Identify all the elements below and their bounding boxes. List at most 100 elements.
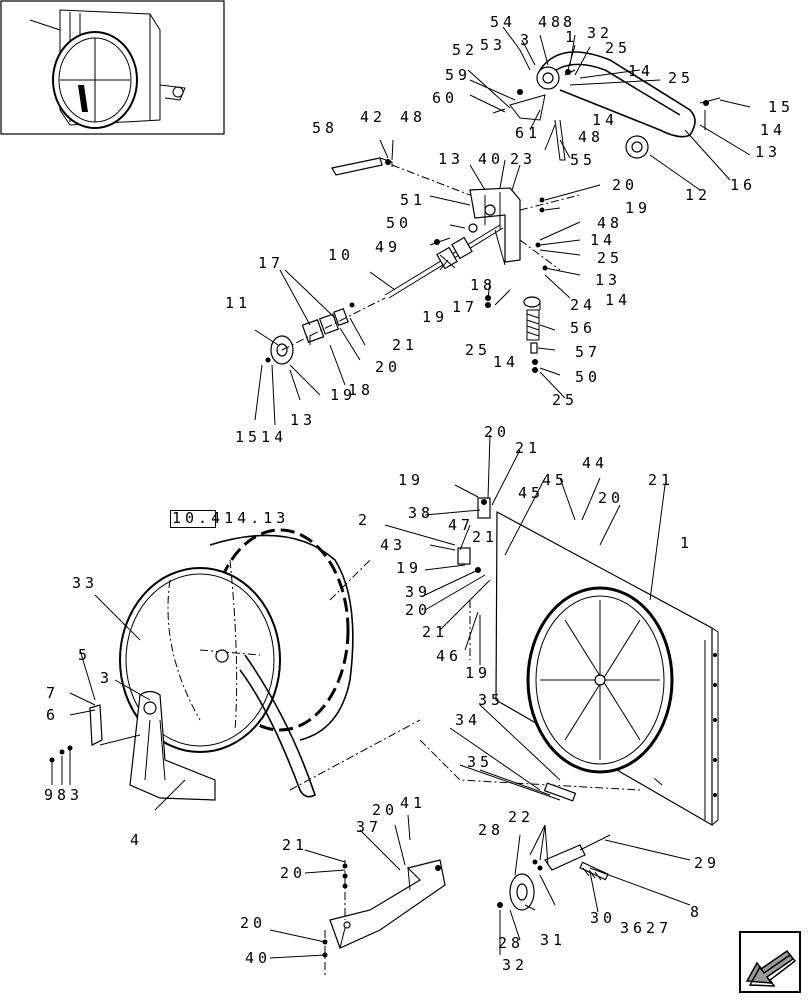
callout-11: 11 bbox=[225, 294, 251, 312]
callout-7: 7 bbox=[46, 684, 59, 702]
bracket-58 bbox=[331, 157, 471, 196]
thumbnail-inset bbox=[0, 0, 225, 135]
callout-20: 20 bbox=[372, 801, 398, 819]
bearing-bracket bbox=[469, 187, 581, 271]
callout-18: 18 bbox=[348, 381, 374, 399]
callout-48: 48 bbox=[578, 128, 604, 146]
callout-24: 24 bbox=[570, 296, 596, 314]
callout-19: 19 bbox=[422, 308, 448, 326]
callout-50: 50 bbox=[386, 214, 412, 232]
callout-54: 54 bbox=[490, 13, 516, 31]
callout-25: 25 bbox=[465, 341, 491, 359]
callout-58: 58 bbox=[312, 119, 338, 137]
callout-14: 14 bbox=[590, 231, 616, 249]
callout-51: 51 bbox=[400, 191, 426, 209]
callout-48: 48 bbox=[400, 108, 426, 126]
callout-61: 61 bbox=[515, 124, 541, 142]
callout-1: 1 bbox=[680, 534, 693, 552]
callout-12: 12 bbox=[685, 186, 711, 204]
callout-25: 25 bbox=[552, 391, 578, 409]
callout-20: 20 bbox=[484, 423, 510, 441]
callout-13: 13 bbox=[755, 143, 781, 161]
callout-46: 46 bbox=[436, 647, 462, 665]
callout-32: 32 bbox=[502, 956, 528, 974]
callout-35: 35 bbox=[467, 753, 493, 771]
callout-13: 13 bbox=[595, 271, 621, 289]
callout-42: 42 bbox=[360, 108, 386, 126]
callout-59: 59 bbox=[445, 66, 471, 84]
callout-60: 60 bbox=[432, 89, 458, 107]
callout-4: 4 bbox=[130, 831, 143, 849]
callout-14: 14 bbox=[605, 291, 631, 309]
callout-8: 8 bbox=[690, 903, 703, 921]
callout-56: 56 bbox=[570, 319, 596, 337]
callout-45: 45 bbox=[542, 471, 568, 489]
callout-14: 14 bbox=[493, 353, 519, 371]
leader-lines bbox=[51, 26, 751, 959]
callout-39: 39 bbox=[405, 583, 431, 601]
callout-30: 30 bbox=[590, 909, 616, 927]
callout-40: 40 bbox=[245, 949, 271, 967]
callout-983: 983 bbox=[44, 786, 83, 804]
callout-19: 19 bbox=[396, 559, 422, 577]
back-navigation-button[interactable] bbox=[739, 931, 801, 993]
callout-18: 18 bbox=[470, 276, 496, 294]
support-stand bbox=[49, 690, 216, 801]
lower-bracket bbox=[322, 859, 446, 975]
callout-5: 5 bbox=[78, 646, 91, 664]
drive-pulley bbox=[265, 297, 386, 365]
tension-spring bbox=[485, 295, 541, 373]
callout-35: 35 bbox=[478, 691, 504, 709]
callout-10: 10 bbox=[328, 246, 354, 264]
reference-link[interactable]: 10.414.13 bbox=[172, 509, 290, 527]
callout-19: 19 bbox=[465, 664, 491, 682]
callout-22: 22 bbox=[508, 808, 534, 826]
callout-14: 14 bbox=[760, 121, 786, 139]
callout-1514: 1514 bbox=[235, 428, 287, 446]
callout-45: 45 bbox=[518, 484, 544, 502]
callout-57: 57 bbox=[575, 343, 601, 361]
callout-14: 14 bbox=[592, 111, 618, 129]
callout-20: 20 bbox=[375, 358, 401, 376]
radiator-panel bbox=[419, 497, 719, 827]
callout-43: 43 bbox=[380, 536, 406, 554]
reference-link-box[interactable] bbox=[170, 510, 216, 528]
callout-40: 40 bbox=[478, 150, 504, 168]
callout-49: 49 bbox=[375, 238, 401, 256]
callout-31: 31 bbox=[540, 931, 566, 949]
callout-55: 55 bbox=[570, 151, 596, 169]
callout-3627: 3627 bbox=[620, 919, 672, 937]
callout-41: 41 bbox=[400, 794, 426, 812]
callout-28: 28 bbox=[478, 821, 504, 839]
back-arrow-icon bbox=[745, 949, 797, 987]
callout-33: 33 bbox=[72, 574, 98, 592]
callout-48: 48 bbox=[538, 13, 564, 31]
callout-25: 25 bbox=[597, 249, 623, 267]
callout-3: 3 bbox=[100, 669, 113, 687]
callout-20: 20 bbox=[612, 176, 638, 194]
callout-15: 15 bbox=[768, 98, 794, 116]
callout-28: 28 bbox=[498, 934, 524, 952]
callout-48: 48 bbox=[597, 214, 623, 232]
callout-16: 16 bbox=[730, 176, 756, 194]
callout-21: 21 bbox=[472, 528, 498, 546]
callout-17: 17 bbox=[452, 298, 478, 316]
callout-13: 13 bbox=[438, 150, 464, 168]
callout-20: 20 bbox=[405, 601, 431, 619]
callout-38: 38 bbox=[408, 504, 434, 522]
callout-14: 14 bbox=[628, 62, 654, 80]
callout-6: 6 bbox=[46, 706, 59, 724]
callout-21: 21 bbox=[515, 439, 541, 457]
callout-3: 3 bbox=[520, 31, 533, 49]
callout-2: 2 bbox=[358, 511, 371, 529]
callout-20: 20 bbox=[598, 489, 624, 507]
callout-19: 19 bbox=[330, 386, 356, 404]
callout-32: 32 bbox=[587, 24, 613, 42]
callout-21: 21 bbox=[282, 836, 308, 854]
callout-23: 23 bbox=[510, 150, 536, 168]
callout-52: 52 bbox=[452, 41, 478, 59]
callout-50: 50 bbox=[575, 368, 601, 386]
callout-53: 53 bbox=[480, 36, 506, 54]
callout-21: 21 bbox=[392, 336, 418, 354]
callout-8: 8 bbox=[563, 13, 576, 31]
